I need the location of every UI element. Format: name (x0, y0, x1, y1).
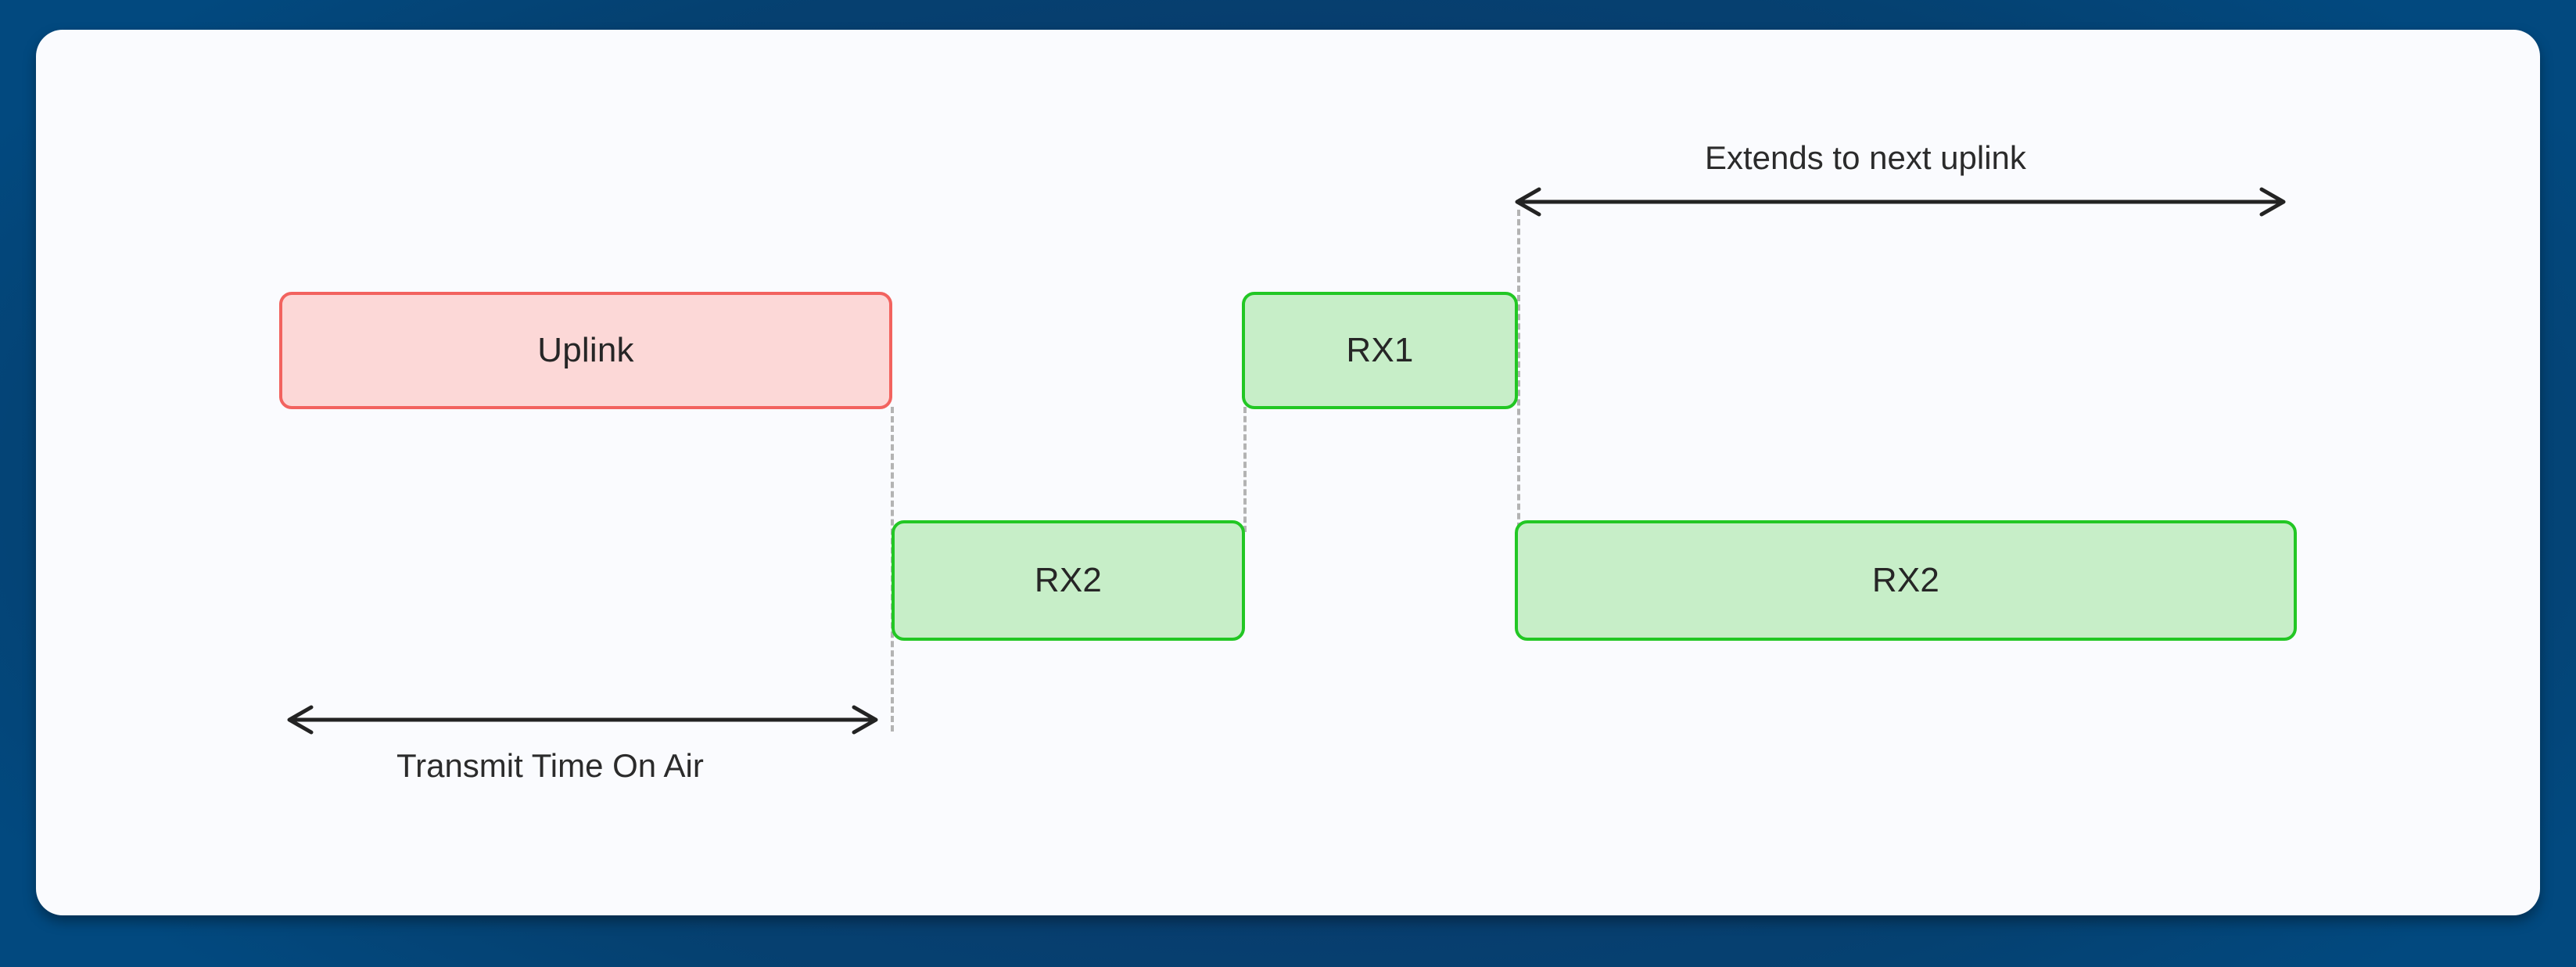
arrow-extends-to-next-uplink (1515, 187, 2286, 217)
guide-line-rx1-start (1243, 407, 1247, 532)
label-transmit-time-on-air: Transmit Time On Air (396, 747, 704, 784)
guide-line-rx1-end (1517, 210, 1520, 538)
block-rx2-right[interactable]: RX2 (1515, 520, 2297, 641)
label-extends-to-next-uplink: Extends to next uplink (1705, 139, 2026, 176)
block-uplink[interactable]: Uplink (279, 292, 892, 409)
arrow-transmit-time-on-air (287, 705, 878, 735)
block-rx2-left[interactable]: RX2 (892, 520, 1245, 641)
diagram-card (36, 30, 2540, 915)
block-rx1[interactable]: RX1 (1242, 292, 1518, 409)
